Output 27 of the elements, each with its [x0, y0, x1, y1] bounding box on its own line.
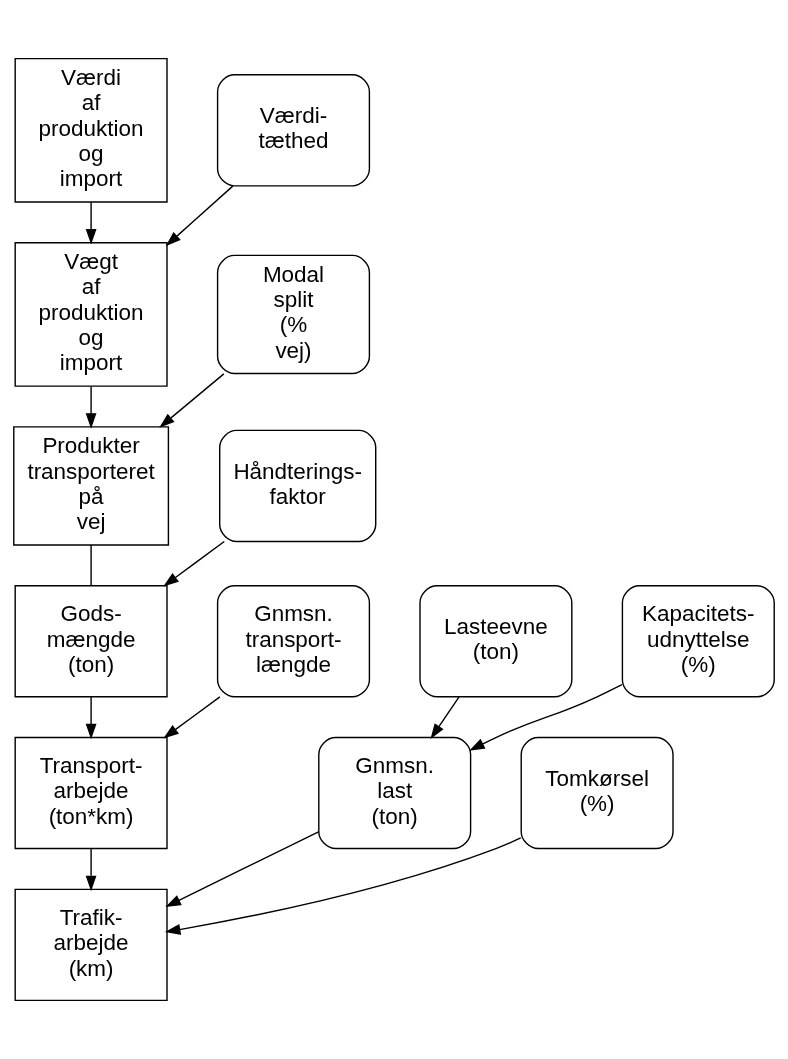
arrow: [165, 831, 320, 907]
node-box: Kapacitets- udnyttelse (%): [621, 585, 775, 698]
node-box: Gnmsn. transport- længde: [216, 585, 371, 698]
node-box: Gods- mængde (ton): [14, 585, 168, 698]
arrow: [163, 540, 225, 587]
arrow: [159, 373, 225, 428]
arrow: [85, 847, 97, 892]
node-box: Transport- arbejde (ton*km): [14, 736, 168, 850]
connector: [90, 544, 92, 587]
arrow: [165, 185, 234, 247]
arrow: [85, 201, 97, 245]
node-box: Lasteevne (ton): [419, 585, 573, 698]
arrow: [163, 696, 221, 739]
node-box: Værdi af produktion og import: [14, 57, 168, 203]
arrow: [85, 696, 97, 740]
node-box: Vægt af produktion og import: [14, 242, 168, 387]
node-box: Tomkørsel (%): [520, 736, 674, 850]
arrow: [85, 385, 97, 429]
node-box: Håndterings- faktor: [219, 429, 377, 543]
node-box: Modal split (% vej): [216, 254, 371, 375]
arrow: [469, 683, 623, 751]
arrow: [430, 696, 460, 739]
node-box: Trafik- arbejde (km): [14, 888, 168, 1002]
arrow: [164, 837, 522, 935]
node-box: Gnmsn. last (ton): [318, 736, 472, 850]
node-box: Produkter transporteret på vej: [13, 426, 170, 546]
node-box: Værdi- tæthed: [216, 74, 371, 187]
